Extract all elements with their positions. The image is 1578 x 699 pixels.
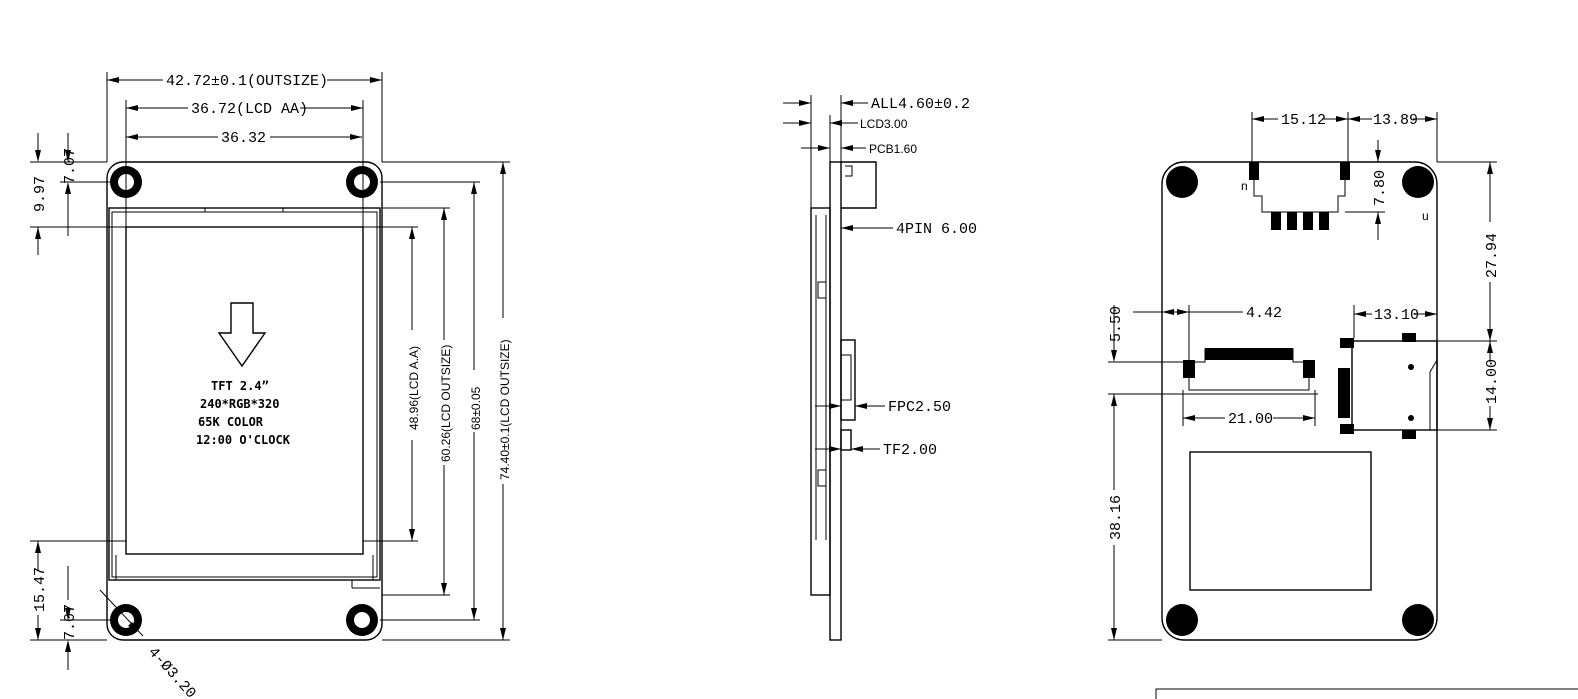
side-fpc [840, 339, 856, 421]
dim-lcd-outsize-height: 60.26(LCD OUTSIZE) [439, 345, 453, 462]
dim-bottom-hole-offset: 7.07 [62, 604, 79, 640]
pin-mark-1: n [1241, 179, 1248, 193]
dim-top-hole-offset: 7.07 [62, 148, 79, 184]
spec-line-1: TFT 2.4” [211, 379, 269, 393]
side-4pin-connector [841, 161, 877, 209]
dim-bottom-margin: 15.47 [32, 567, 49, 612]
dim-hole-pitch-width: 36.32 [221, 130, 266, 147]
dim-outsize-height: 74.40±0.1(LCD OUTSIZE) [498, 339, 512, 480]
side-view: ALL4.60±0.2 LCD3.00 PCB1.60 4PIN 6.00 FP… [783, 95, 977, 641]
side-pcb [829, 161, 842, 641]
back-pad [1189, 451, 1372, 591]
dim-top-conn-left: 15.12 [1281, 112, 1326, 129]
dim-fpc-height: 5.50 [1108, 306, 1125, 342]
dim-right-height-upper: 27.94 [1484, 233, 1501, 278]
lcd-frame [108, 207, 381, 581]
front-view: TFT 2.4” 240*RGB*320 65K COLOR 12:00 O'C… [30, 72, 512, 699]
dim-hole-spec: 4-Ø3.20 [144, 644, 199, 699]
dim-top-margin: 9.97 [32, 176, 49, 212]
dim-tf-height: 14.00 [1484, 359, 1501, 404]
front-outline [106, 161, 383, 641]
dim-tf-width: 13.10 [1374, 307, 1419, 324]
title-block [1155, 688, 1578, 699]
mounting-hole-icon [110, 166, 378, 636]
side-lcd [810, 207, 831, 596]
lcd-active-area [125, 226, 364, 555]
dim-fpc-thickness: FPC2.50 [888, 399, 951, 416]
dim-hole-pitch-height: 68±0.05 [469, 386, 483, 430]
dim-outsize-width: 42.72±0.1(OUTSIZE) [166, 73, 328, 90]
dim-lcd-aa-height: 48.96(LCD A.A) [407, 346, 421, 430]
dim-tf-thickness: TF2.00 [883, 442, 937, 459]
dim-fpc-width: 21.00 [1228, 411, 1273, 428]
orientation-arrow-icon [217, 302, 267, 368]
spec-line-2: 240*RGB*320 [200, 397, 279, 411]
back-4pin-connector [1249, 162, 1350, 230]
pin-mark-2: u [1422, 209, 1429, 223]
dim-all-thickness: ALL4.60±0.2 [871, 96, 970, 113]
back-outline [1161, 161, 1438, 641]
dim-pcb-thickness: PCB1.60 [869, 142, 917, 156]
back-fpc-connector [1183, 348, 1315, 391]
dim-top-conn-depth: 7.80 [1372, 170, 1389, 206]
dim-lcd-aa-width: 36.72(LCD AA) [191, 101, 308, 118]
dim-pin-height: 4PIN 6.00 [896, 221, 977, 238]
back-tf-slot [1338, 333, 1438, 439]
dim-left-height: 38.16 [1108, 495, 1125, 540]
spec-line-3: 65K COLOR [198, 415, 264, 429]
dim-top-conn-right: 13.89 [1373, 112, 1418, 129]
dim-lcd-thickness: LCD3.00 [860, 117, 908, 131]
side-tf [840, 429, 852, 451]
spec-line-4: 12:00 O'CLOCK [196, 433, 291, 447]
back-view: n u 15.12 13.89 7.80 27.94 14.00 [1108, 112, 1578, 699]
dim-fpc-offset: 4.42 [1246, 305, 1282, 322]
back-hole-icon [1166, 166, 1434, 636]
